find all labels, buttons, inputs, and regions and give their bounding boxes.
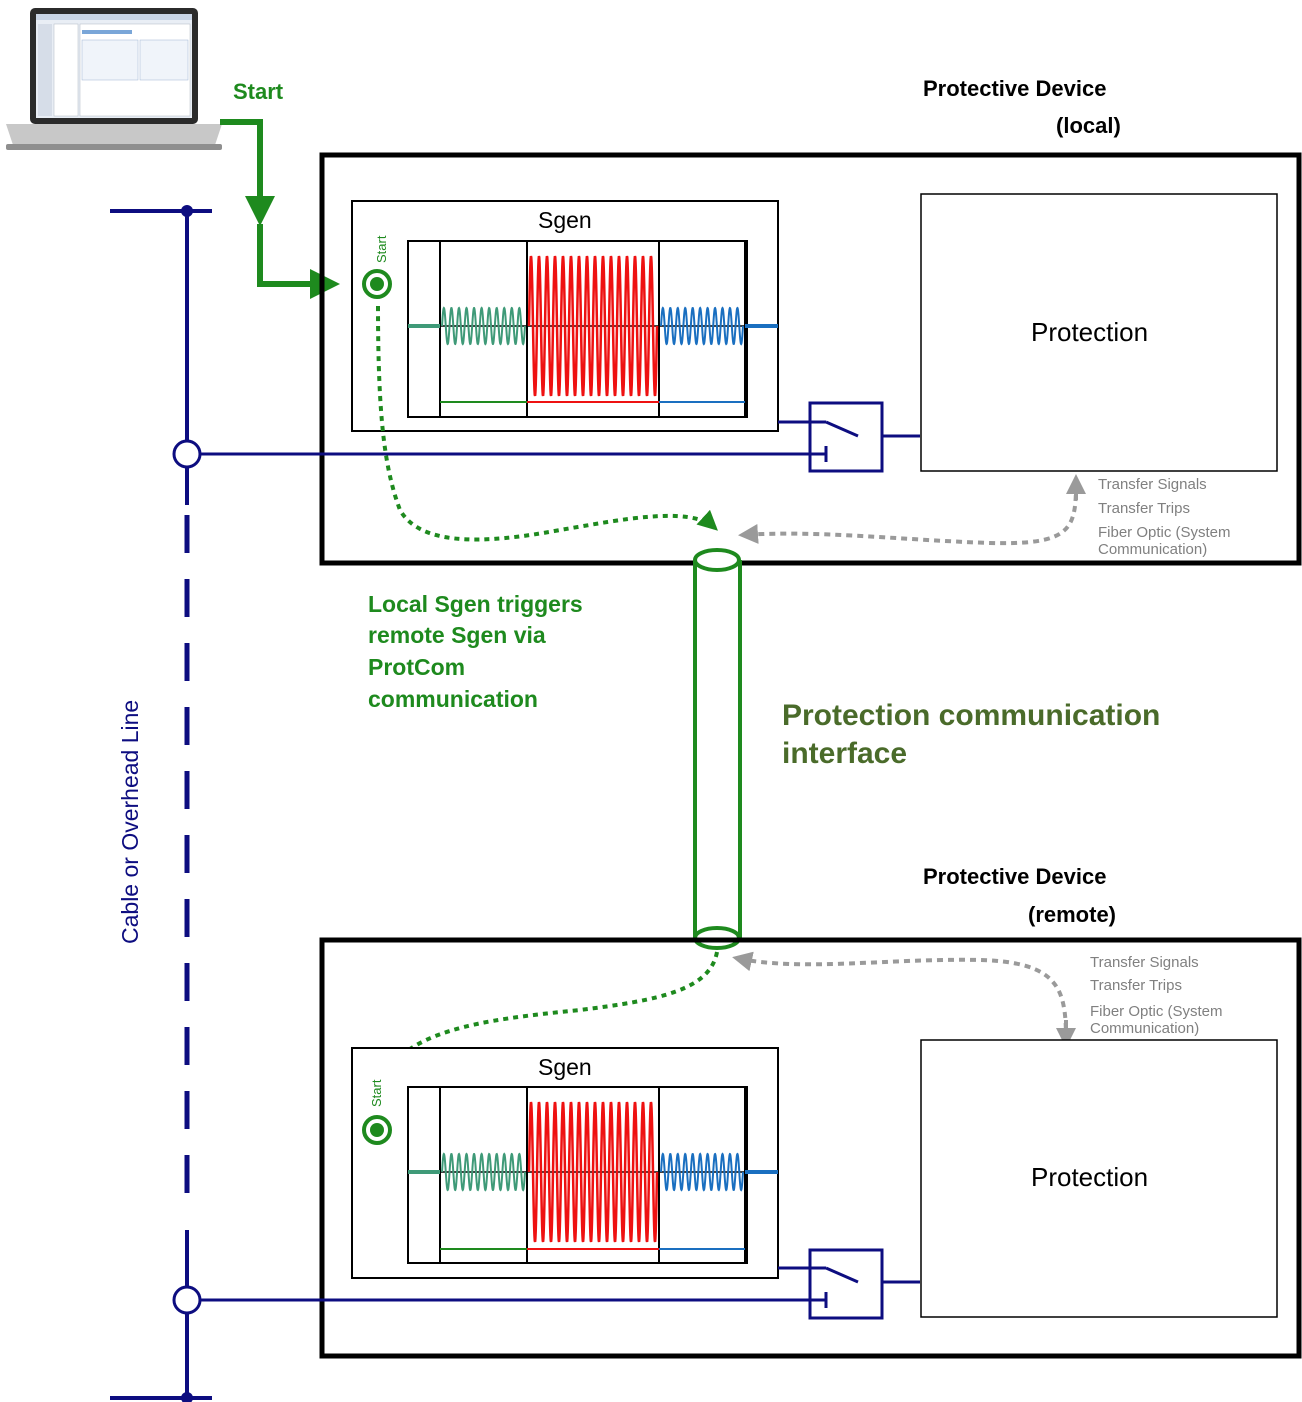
remote-protection-label: Protection: [1031, 1162, 1148, 1192]
remote-start-vertical: Start: [369, 1079, 384, 1107]
local-start-vertical: Start: [374, 235, 389, 263]
trigger-note-line3: ProtCom: [368, 654, 465, 680]
local-sgen-waveform: [407, 240, 778, 418]
trigger-note-line1: Local Sgen triggers: [368, 591, 583, 617]
remote-device-subtitle: (remote): [1028, 902, 1116, 927]
local-ct-circle: [172, 439, 202, 469]
trigger-note-line2: remote Sgen via: [368, 622, 546, 648]
local-device-title: Protective Device: [923, 76, 1106, 101]
remote-gray-arrow: [732, 951, 1068, 1041]
local-sgen-title: Sgen: [538, 207, 592, 233]
remote-transfer-trips: Transfer Trips: [1090, 977, 1182, 994]
remote-ct-circle: [172, 1285, 202, 1315]
line-label: Cable or Overhead Line: [117, 700, 143, 944]
local-transfer-signals: Transfer Signals: [1098, 476, 1207, 493]
remote-fiber-line1: Fiber Optic (System: [1090, 1003, 1223, 1020]
local-protection-label: Protection: [1031, 317, 1148, 347]
remote-fiber-line2: Communication): [1090, 1020, 1199, 1037]
protcom-cable: [693, 548, 742, 950]
local-gray-arrow: [738, 483, 1078, 546]
start-signal-arrow-2: [257, 224, 340, 299]
remote-device-box: [319, 937, 1302, 1359]
local-trigger-arrow: [376, 305, 718, 542]
interface-label-line1: Protection communication: [782, 699, 1160, 732]
local-fiber-line2: Communication): [1098, 541, 1207, 558]
start-label: Start: [233, 79, 284, 104]
local-start-button-icon[interactable]: [362, 269, 392, 299]
remote-transfer-signals: Transfer Signals: [1090, 954, 1199, 971]
laptop-icon: [6, 8, 222, 150]
local-device-box: [319, 152, 1302, 566]
remote-device-title: Protective Device: [923, 864, 1106, 889]
remote-sgen-title: Sgen: [538, 1054, 592, 1080]
local-device-subtitle: (local): [1056, 113, 1121, 138]
local-protection-box: [920, 193, 1278, 472]
local-transfer-trips: Transfer Trips: [1098, 500, 1190, 517]
remote-start-button-icon[interactable]: [362, 1115, 392, 1145]
interface-label-line2: interface: [782, 737, 907, 770]
local-breaker-switch-icon: [778, 401, 920, 473]
remote-sgen-waveform: [407, 1086, 778, 1264]
remote-protection-box: [920, 1039, 1278, 1318]
start-signal-arrow: [220, 119, 275, 226]
local-fiber-line1: Fiber Optic (System: [1098, 524, 1231, 541]
remote-breaker-switch-icon: [778, 1248, 920, 1320]
trigger-note-line4: communication: [368, 686, 538, 712]
